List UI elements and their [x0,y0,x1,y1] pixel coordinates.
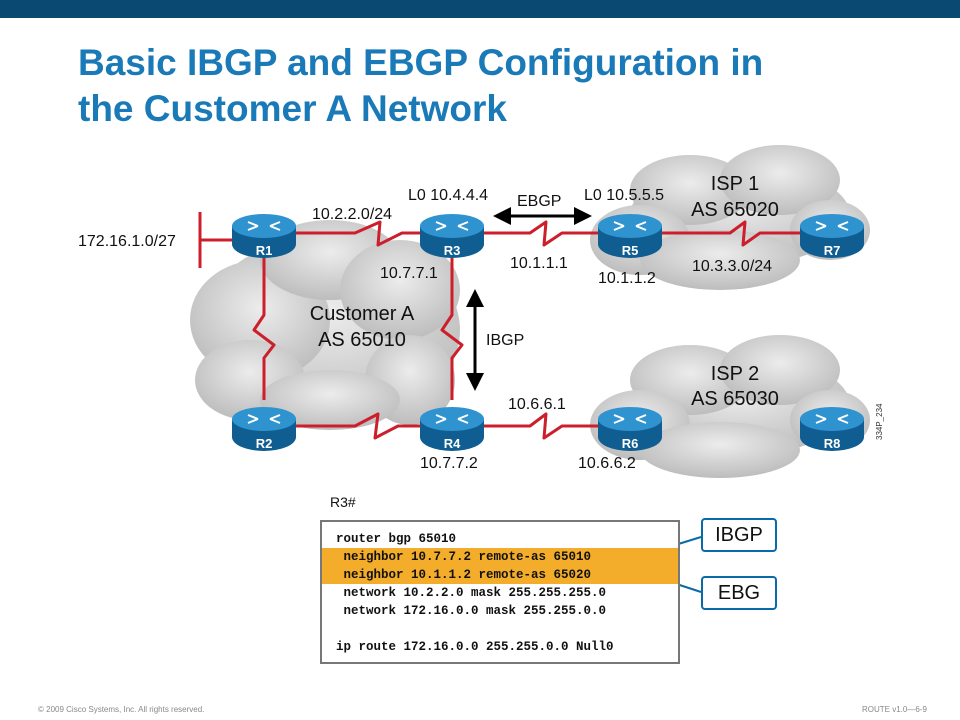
router-r8-label: R8 [824,436,841,451]
r3-r4-ip-label: 10.7.7.1 [380,265,438,282]
ibgp-label: IBGP [486,332,524,349]
router-r2: R2 [232,407,296,451]
router-arrows-icon [435,414,469,424]
router-arrows-icon [815,221,849,231]
config-line-highlight: neighbor 10.1.1.2 remote-as 65020 [322,566,678,584]
r6-ip-label: 10.6.6.2 [578,455,636,472]
r5-loopback-label: L0 10.5.5.5 [584,187,664,204]
config-line: network 172.16.0.0 mask 255.255.0.0 [336,604,607,618]
link-r1-r3 [295,220,420,247]
router-r1-label: R1 [256,243,273,258]
link-r3-r4 [440,258,464,400]
r1-r3-subnet-label: 10.2.2.0/24 [312,206,392,223]
router-r2-label: R2 [256,436,273,451]
config-box: router bgp 65010 neighbor 10.7.7.2 remot… [320,520,680,664]
link-r2-r4 [295,412,420,440]
router-r5-label: R5 [622,243,639,258]
isp2-name: ISP 2 [711,363,760,385]
customer-a-name: Customer A [310,303,415,325]
slide-title: Basic IBGP and EBGP Configuration in the… [78,40,918,132]
router-r4: R4 [420,407,484,451]
ebgp-callout: EBG [701,576,777,610]
link-r4-r6 [483,412,598,440]
isp1-as: AS 65020 [691,199,779,221]
r3-wan-ip-label: 10.1.1.1 [510,255,568,272]
lan-subnet-label: 172.16.1.0/27 [78,233,176,250]
isp2-as: AS 65030 [691,388,779,410]
config-line [322,620,678,638]
r5-r7-subnet-label: 10.3.3.0/24 [692,258,772,275]
router-r1: R1 [232,214,296,258]
link-r3-r5 [483,220,598,247]
router-r3: R3 [420,214,484,258]
router-r6-label: R6 [622,436,639,451]
ebgp-label: EBGP [517,193,561,210]
link-r5-r7 [662,220,800,247]
customer-a-cloud: Customer A AS 65010 [190,220,460,430]
copyright-footer: © 2009 Cisco Systems, Inc. All rights re… [38,705,205,714]
router-arrows-icon [247,414,281,424]
title-line-2: the Customer A Network [78,88,507,129]
router-arrows-icon [815,414,849,424]
router-arrows-icon [247,221,281,231]
router-r5: R5 [598,214,662,258]
isp1-cloud: ISP 1 AS 65020 [590,145,870,290]
r4-ip-label: 10.7.7.2 [420,455,478,472]
customer-a-as: AS 65010 [318,329,406,351]
router-r4-label: R4 [444,436,461,451]
r4-wan-ip-label: 10.6.6.1 [508,396,566,413]
title-line-1: Basic IBGP and EBGP Configuration in [78,42,764,83]
config-line: router bgp 65010 [336,532,457,546]
router-r7-label: R7 [824,243,841,258]
router-r8: R8 [800,407,864,451]
config-prompt: R3# [330,494,356,510]
config-line: ip route 172.16.0.0 255.255.0.0 Null0 [336,640,614,654]
link-r1-r2 [252,258,276,400]
isp1-name: ISP 1 [711,173,760,195]
config-line: network 10.2.2.0 mask 255.255.255.0 [336,586,607,600]
router-r7: R7 [800,214,864,258]
lan-stub [198,212,235,268]
router-r6: R6 [598,407,662,451]
r5-wan-ip-label: 10.1.1.2 [598,270,656,287]
figure-id-label: 334P_234 [875,403,884,440]
router-arrows-icon [435,221,469,231]
r3-loopback-label: L0 10.4.4.4 [408,187,488,204]
ibgp-callout: IBGP [701,518,777,552]
top-banner [0,0,960,18]
config-line-highlight: neighbor 10.7.7.2 remote-as 65010 [322,548,678,566]
slide-number-footer: ROUTE v1.0—6-9 [862,705,927,714]
router-r3-label: R3 [444,243,461,258]
router-arrows-icon [613,221,647,231]
router-arrows-icon [613,414,647,424]
